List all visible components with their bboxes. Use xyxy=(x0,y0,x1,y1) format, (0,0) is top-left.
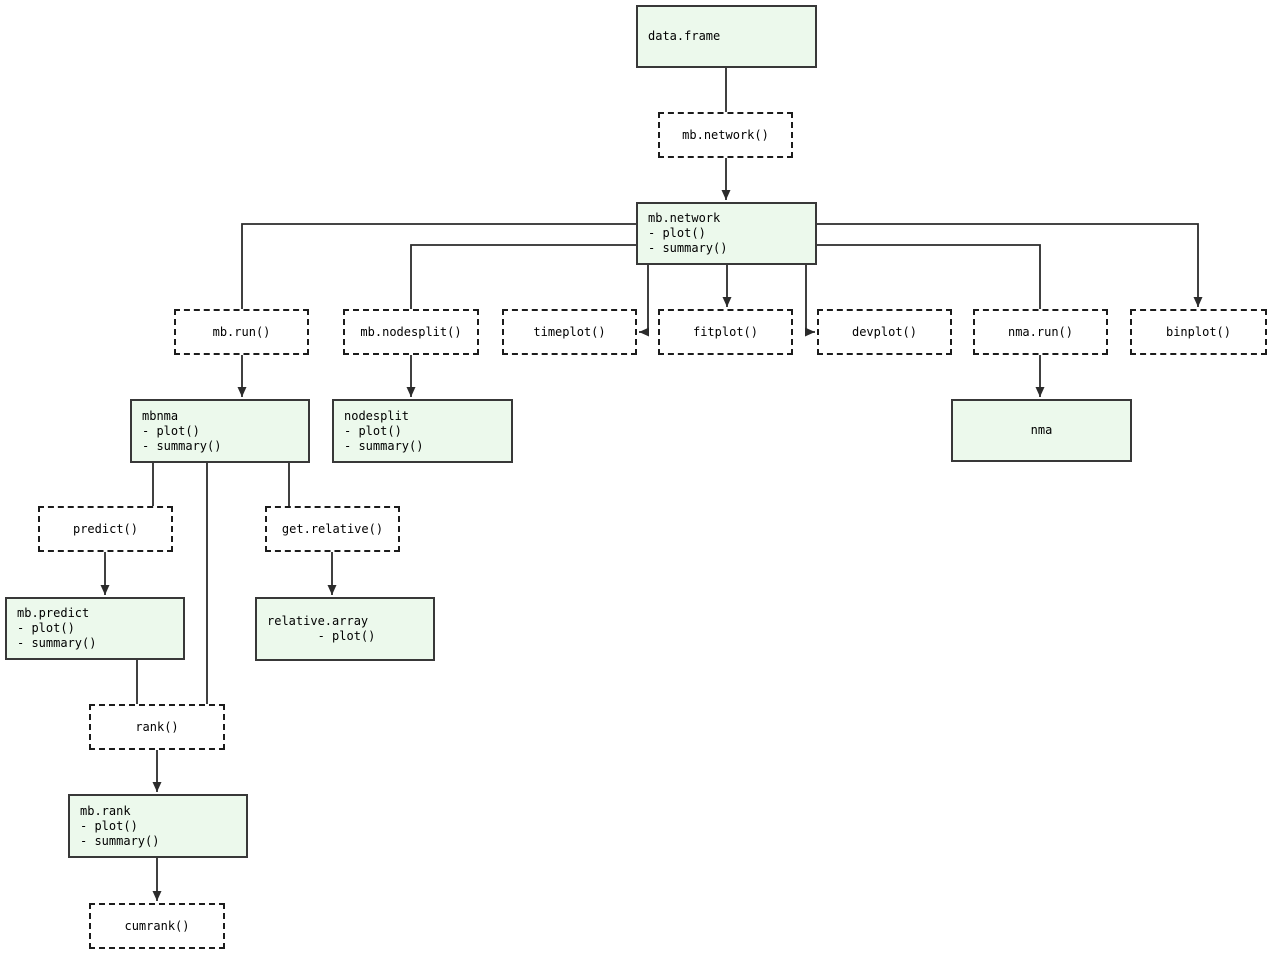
node-mb-run-fn: mb.run() xyxy=(174,309,309,355)
node-relative-array: relative.array - plot() xyxy=(255,597,435,661)
edge-mbnetwork-to-binplotfn xyxy=(817,223,1203,307)
node-mb-network: mb.network - plot() - summary() xyxy=(636,202,817,265)
node-mb-predict: mb.predict - plot() - summary() xyxy=(5,597,185,660)
node-predict-fn: predict() xyxy=(38,506,173,552)
edge-mbnetwork-to-nmarunfn xyxy=(817,244,1041,309)
edge-mbnetwork-to-timeplotfn xyxy=(639,265,649,337)
node-nma-run-fn: nma.run() xyxy=(973,309,1108,355)
node-data-frame: data.frame xyxy=(636,5,817,68)
node-mbnma: mbnma - plot() - summary() xyxy=(130,399,310,463)
node-mb-nodesplit-fn: mb.nodesplit() xyxy=(343,309,479,355)
node-get-relative-fn: get.relative() xyxy=(265,506,400,552)
edge-mbnetwork-to-mbrunfn xyxy=(241,223,636,309)
node-mb-rank: mb.rank - plot() - summary() xyxy=(68,794,248,858)
node-timeplot-fn: timeplot() xyxy=(502,309,637,355)
node-nodesplit: nodesplit - plot() - summary() xyxy=(332,399,513,463)
node-devplot-fn: devplot() xyxy=(817,309,952,355)
node-rank-fn: rank() xyxy=(89,704,225,750)
edge-mbnetwork-to-mbnodesplitfn xyxy=(410,244,636,309)
node-binplot-fn: binplot() xyxy=(1130,309,1267,355)
node-fitplot-fn: fitplot() xyxy=(658,309,793,355)
node-mb-network-fn: mb.network() xyxy=(658,112,793,158)
edge-mbnetwork-to-devplotfn xyxy=(805,265,815,337)
node-nma: nma xyxy=(951,399,1132,462)
node-cumrank-fn: cumrank() xyxy=(89,903,225,949)
